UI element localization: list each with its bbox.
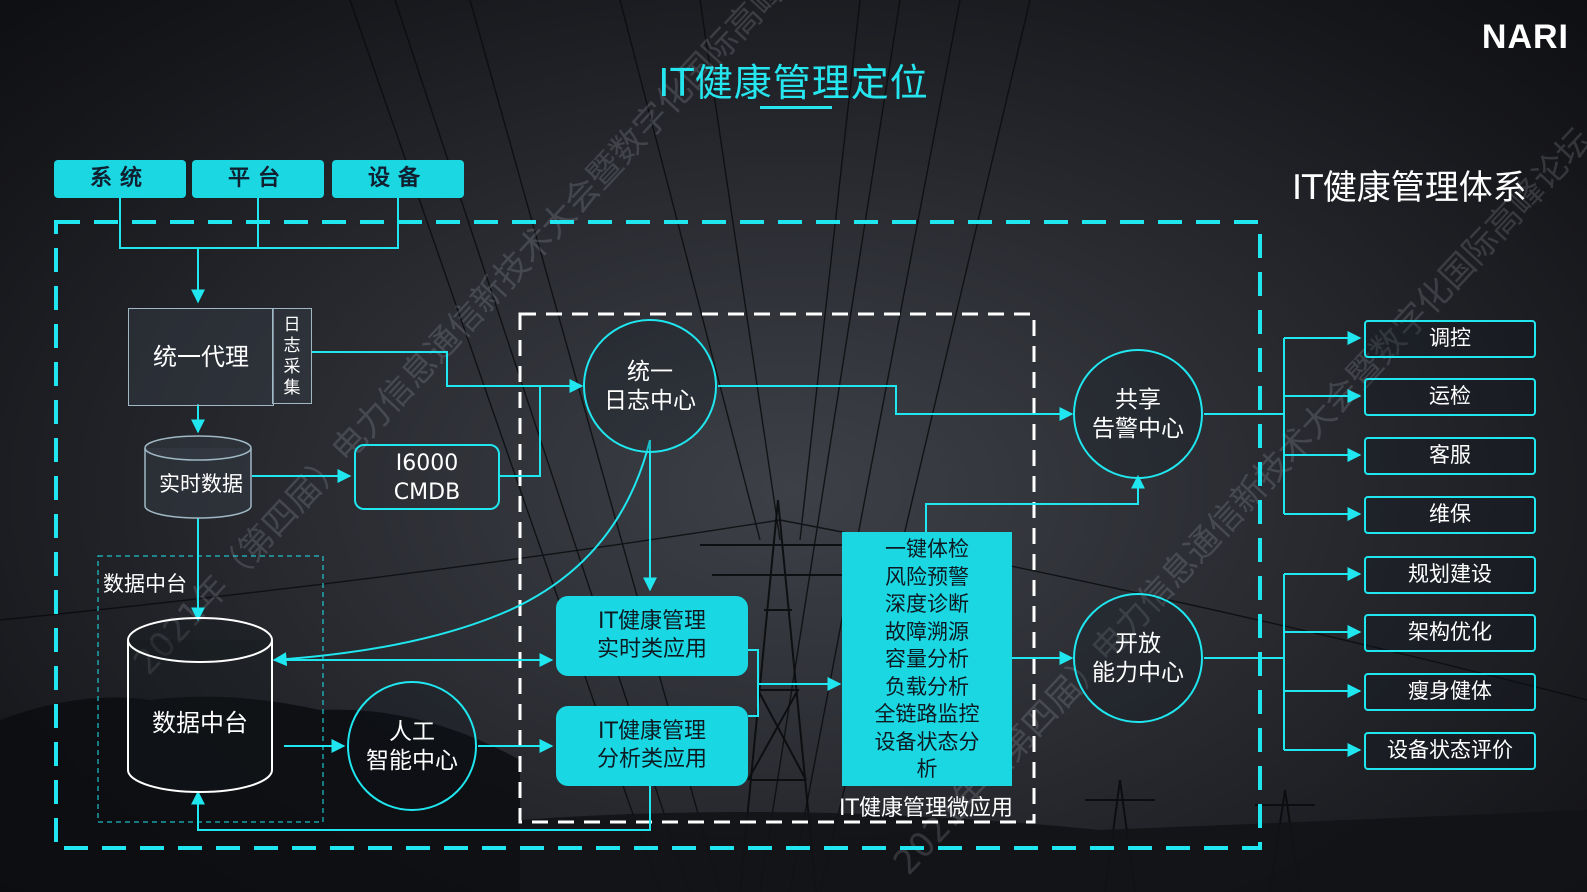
micro-app-item[interactable]: 负载分析	[885, 674, 969, 699]
cmdb-line2: CMDB	[393, 480, 461, 505]
analysis-app-line2: 分析类应用	[596, 747, 707, 772]
analysis-app-line1: IT健康管理	[598, 719, 706, 744]
target-device-status-evaluation[interactable]: 设备状态评价	[1364, 732, 1536, 770]
source-platform-button[interactable]: 平台	[192, 160, 324, 198]
micro-app-item[interactable]: 一键体检	[885, 537, 969, 561]
analysis-app-node[interactable]: IT健康管理 分析类应用	[556, 706, 748, 786]
page-title: IT健康管理定位	[658, 61, 929, 105]
realtime-app-line1: IT健康管理	[598, 609, 706, 634]
realtime-data-label: 实时数据	[159, 472, 243, 496]
log-center-node[interactable]: 统一 日志中心	[586, 358, 714, 416]
target-customer-service[interactable]: 客服	[1364, 437, 1536, 475]
log-collection-node[interactable]: 日志采集	[272, 308, 312, 404]
alert-center-circle	[1073, 349, 1203, 479]
micro-apps-label: IT健康管理微应用	[839, 796, 1013, 821]
realtime-data-cylinder	[144, 435, 252, 519]
alert-center-line2: 告警中心	[1092, 416, 1184, 442]
ai-center-node[interactable]: 人工 智能中心	[348, 718, 476, 776]
nari-logo: NARI	[1481, 18, 1569, 56]
unified-proxy-node[interactable]: 统一代理	[128, 308, 274, 406]
alert-center-line1: 共享	[1115, 387, 1161, 413]
realtime-app-line2: 实时类应用	[596, 637, 707, 662]
target-operation-inspection[interactable]: 运检	[1364, 378, 1536, 416]
data-platform-area-label: 数据中台	[103, 572, 187, 596]
data-platform-cylinder	[127, 617, 273, 793]
system-name: IT健康管理体系	[1292, 168, 1527, 208]
micro-app-item[interactable]: 风险预警	[885, 564, 969, 589]
log-center-line1: 统一	[627, 359, 673, 385]
open-center-line1: 开放	[1115, 631, 1161, 657]
ai-center-line2: 智能中心	[366, 748, 458, 774]
cmdb-line1: I6000	[395, 451, 459, 476]
ai-center-circle	[347, 681, 477, 811]
ai-center-line1: 人工	[389, 719, 435, 745]
micro-app-item[interactable]: 析	[916, 757, 938, 781]
target-dispatch-control[interactable]: 调控	[1364, 320, 1536, 358]
health-system-frame	[54, 220, 1262, 850]
micro-app-item[interactable]: 全链路监控	[874, 702, 980, 726]
log-center-circle	[583, 319, 717, 453]
target-planning-construction[interactable]: 规划建设	[1364, 556, 1536, 594]
data-platform-node-label: 数据中台	[152, 709, 248, 737]
cmdb-node[interactable]: I6000 CMDB	[354, 444, 500, 510]
source-device-button[interactable]: 设备	[332, 160, 464, 198]
target-slimming[interactable]: 瘦身健体	[1364, 673, 1536, 711]
log-collection-label: 日志采集	[283, 315, 301, 398]
data-platform-frame	[97, 555, 324, 823]
open-center-circle	[1073, 593, 1203, 723]
micro-app-item[interactable]: 容量分析	[885, 647, 969, 671]
target-maintenance[interactable]: 维保	[1364, 496, 1536, 534]
open-center-line2: 能力中心	[1092, 660, 1184, 686]
alert-center-node[interactable]: 共享 告警中心	[1074, 386, 1202, 444]
target-architecture-optimization[interactable]: 架构优化	[1364, 614, 1536, 652]
micro-app-item[interactable]: 设备状态分	[874, 729, 980, 754]
title-underline	[760, 106, 832, 109]
log-center-line2: 日志中心	[604, 388, 696, 414]
source-system-button[interactable]: 系统	[54, 160, 186, 198]
micro-app-item[interactable]: 故障溯源	[885, 619, 969, 644]
micro-app-item[interactable]: 深度诊断	[885, 592, 969, 616]
application-frame	[518, 312, 1036, 824]
micro-apps-list[interactable]: 一键体检 风险预警 深度诊断 故障溯源 容量分析 负载分析 全链路监控 设备状态…	[842, 532, 1012, 786]
open-center-node[interactable]: 开放 能力中心	[1074, 630, 1202, 688]
realtime-app-node[interactable]: IT健康管理 实时类应用	[556, 596, 748, 676]
